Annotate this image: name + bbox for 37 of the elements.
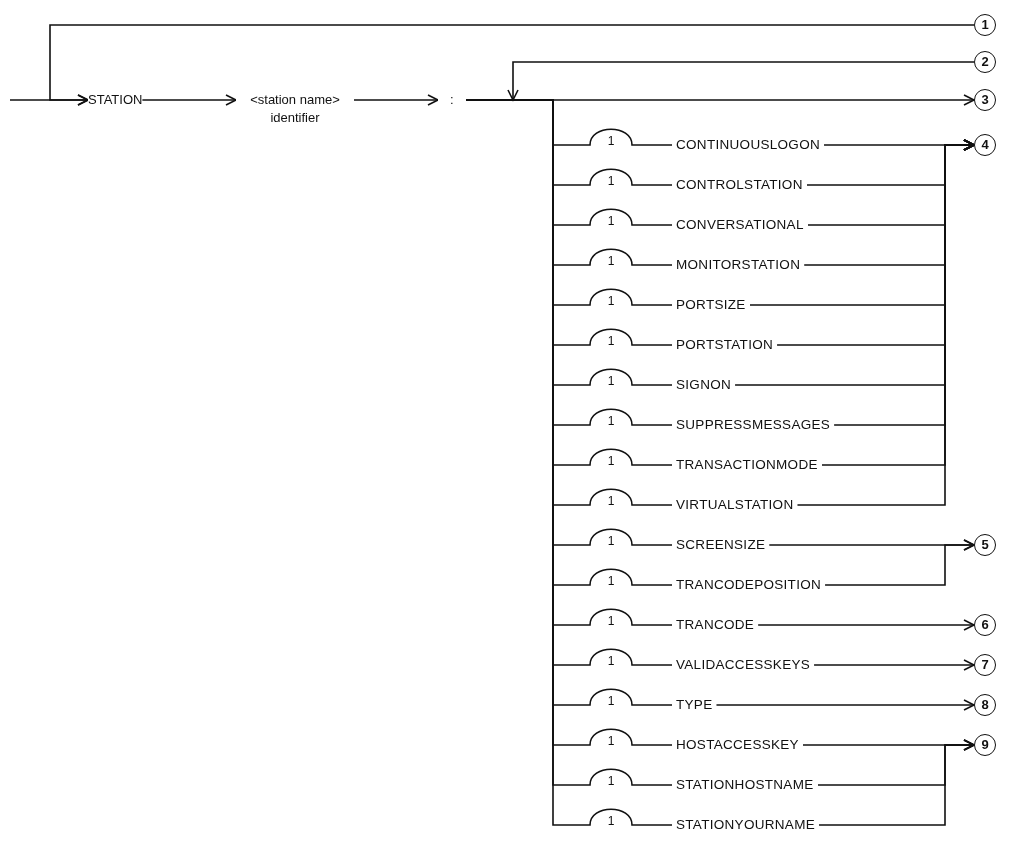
occurrence-count: 1 <box>606 815 616 828</box>
arrow <box>141 94 237 106</box>
arrow <box>353 94 439 106</box>
occurrence-count: 1 <box>606 215 616 228</box>
occurrence-count: 1 <box>606 615 616 628</box>
occurrence-count: 1 <box>606 255 616 268</box>
arrow <box>715 699 975 711</box>
connector-circle: 9 <box>974 734 996 756</box>
occurrence-count: 1 <box>606 455 616 468</box>
arrow <box>507 61 975 101</box>
connector-circle: 5 <box>974 534 996 556</box>
occurrence-count: 1 <box>606 535 616 548</box>
occurrence-count: 1 <box>606 495 616 508</box>
connector-circle: 3 <box>974 89 996 111</box>
connector-circle: 7 <box>974 654 996 676</box>
connector-circle: 1 <box>974 14 996 36</box>
connector-circle: 4 <box>974 134 996 156</box>
connector-circle: 2 <box>974 51 996 73</box>
arrow <box>818 739 975 826</box>
occurrence-count: 1 <box>606 415 616 428</box>
occurrence-count: 1 <box>606 775 616 788</box>
arrow <box>757 619 975 631</box>
arrow <box>49 24 975 106</box>
occurrence-count: 1 <box>606 735 616 748</box>
occurrence-count: 1 <box>606 135 616 148</box>
occurrence-count: 1 <box>606 335 616 348</box>
occurrence-count: 1 <box>606 375 616 388</box>
arrow <box>824 539 975 586</box>
occurrence-count: 1 <box>606 295 616 308</box>
connector-circle: 8 <box>974 694 996 716</box>
arrow <box>796 139 975 506</box>
occurrence-count: 1 <box>606 175 616 188</box>
connector-circle: 6 <box>974 614 996 636</box>
occurrence-count: 1 <box>606 575 616 588</box>
occurrence-count: 1 <box>606 695 616 708</box>
arrow <box>813 659 975 671</box>
occurrence-count: 1 <box>606 655 616 668</box>
